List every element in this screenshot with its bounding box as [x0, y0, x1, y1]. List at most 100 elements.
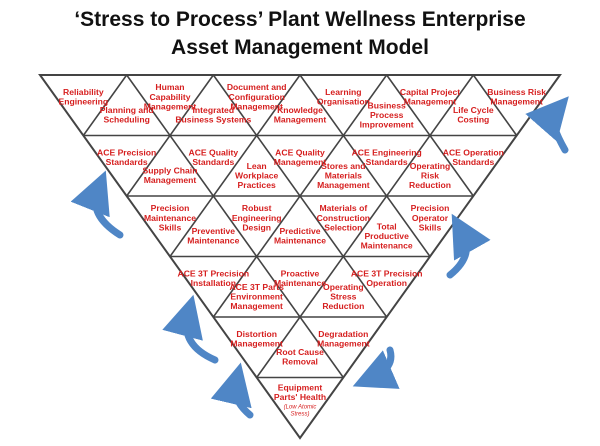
block-label-line: Management: [230, 339, 283, 349]
block-label-line: Risk: [421, 170, 439, 180]
block-label-line: Integrated: [193, 105, 235, 115]
block-label-line: Reduction: [409, 180, 451, 190]
block-label-line: Maintenance: [187, 236, 239, 246]
diagonal-divider: [256, 74, 474, 378]
block-label-line: ACE Quality: [275, 147, 325, 157]
diagonal-divider: [299, 74, 431, 257]
block-label-line: Capability: [149, 92, 190, 102]
block-label-line: ACE Engineering: [352, 147, 422, 157]
block-label-line: Stress: [330, 291, 356, 301]
block-label-line: Scheduling: [104, 115, 150, 125]
block-label-line: Operating: [323, 282, 364, 292]
block-label-line: Maintenance: [361, 241, 413, 251]
block-label-line: Operator: [412, 213, 449, 223]
block-label-line: Reliability: [63, 87, 104, 97]
block-label-line: Maintenance: [144, 213, 196, 223]
block-label-line: Installation: [191, 278, 236, 288]
block-label-line: Management: [230, 101, 283, 111]
cycle-arrow-icon: [446, 213, 491, 279]
block-label-line: Management: [144, 175, 197, 185]
block-label-line: Life Cycle: [453, 105, 494, 115]
block-label-line: Engineering: [58, 97, 108, 107]
block-label-line: ACE Operation: [443, 147, 504, 157]
block-label-line: Management: [230, 301, 283, 311]
block-label-line: ACE 3T Precision: [178, 268, 250, 278]
diagonal-divider: [212, 74, 388, 318]
block-label-line: Robust: [242, 203, 272, 213]
title-line-2: Asset Management Model: [171, 36, 429, 59]
block-label-line: Management: [274, 157, 327, 167]
block-label-line: Materials of: [319, 203, 367, 213]
block-label-line: Distortion: [236, 329, 277, 339]
block-label-line: Predictive: [279, 226, 320, 236]
cycle-arrow-icon: [70, 170, 124, 239]
block-label-line: Precision: [151, 203, 190, 213]
cycle-arrow-icon: [162, 294, 219, 364]
block-label-line: Practices: [238, 180, 276, 190]
block-label-line: Preventive: [192, 226, 236, 236]
block-label-line: Management: [404, 97, 457, 107]
diagram-title: ‘Stress to Process’ Plant Wellness Enter…: [0, 6, 600, 62]
block-label-line: Environment: [230, 291, 283, 301]
block-label-line: Construction: [317, 213, 370, 223]
title-line-1: ‘Stress to Process’ Plant Wellness Enter…: [74, 8, 526, 31]
block-label-line: Selection: [324, 222, 362, 232]
block-label-line: Management: [144, 101, 197, 111]
block-label-line: Root Cause: [276, 347, 324, 357]
block-label-line: Skills: [419, 222, 442, 232]
block-label-line: Organisation: [317, 97, 370, 107]
diagonal-divider: [169, 74, 301, 257]
block-label-line: Learning: [325, 87, 361, 97]
block-label-line: Skills: [159, 222, 182, 232]
block-label-line: Total: [377, 221, 397, 231]
block-label-line: Costing: [457, 115, 489, 125]
block-label-line: Standards: [192, 157, 234, 167]
block-label-line: ACE 3T Parts: [229, 282, 284, 292]
block-label-line: Standards: [106, 157, 148, 167]
block-label-line: Workplace: [235, 170, 279, 180]
block-label-line: ACE 3T Precision: [351, 268, 423, 278]
block-label-line: Management: [274, 115, 327, 125]
diagonal-divider: [126, 74, 214, 197]
block-label-line: Equipment: [278, 382, 323, 392]
diagonal-divider: [126, 74, 344, 378]
block-label-line: Engineering: [232, 213, 282, 223]
block-label-line: Business Risk: [487, 87, 546, 97]
block-label-line: Management: [317, 339, 370, 349]
block-label-line: ACE Precision: [97, 147, 156, 157]
cycle-arrow-icon: [525, 96, 569, 154]
block-label-line: Operating: [410, 161, 451, 171]
block-label-line: Stores and: [321, 161, 365, 171]
block-label-line: Precision: [411, 203, 450, 213]
block-sub-label-line: (Low Atomic: [284, 404, 317, 410]
block-label-line: Document and: [227, 82, 287, 92]
block-label-line: Business Systems: [175, 115, 251, 125]
block-label-line: Removal: [282, 357, 318, 367]
diagonal-divider: [82, 74, 128, 136]
block-label-line: Management: [317, 180, 370, 190]
